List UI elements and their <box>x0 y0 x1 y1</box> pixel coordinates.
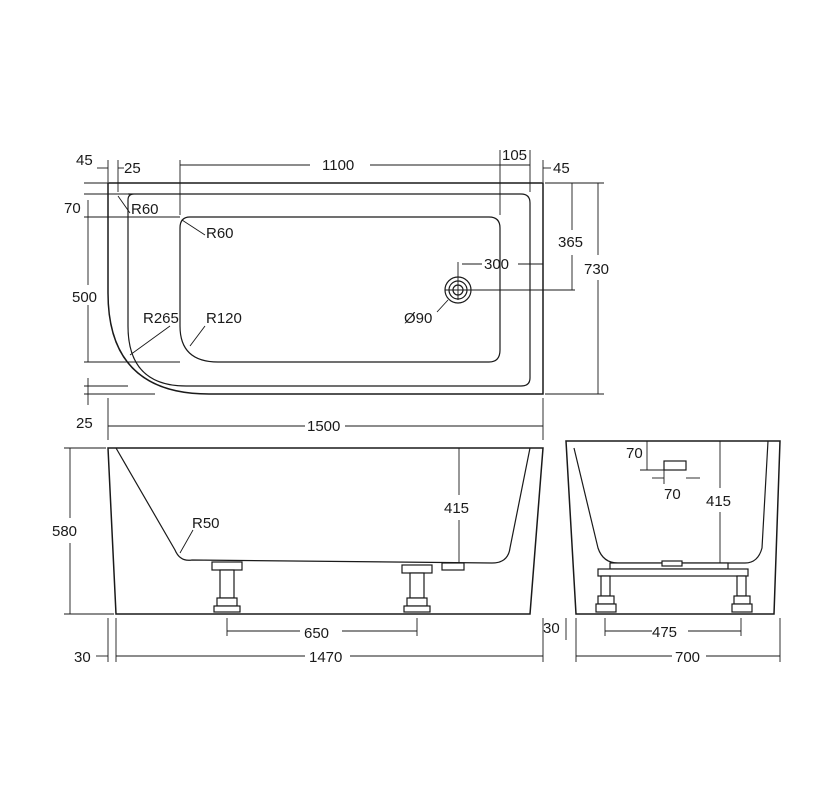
dim-70-horizontal: 70 <box>664 486 681 503</box>
dim-415: 415 <box>444 500 469 517</box>
radius-r60-inner: R60 <box>206 225 234 242</box>
diameter-90: Ø90 <box>404 310 432 327</box>
dim-25-top: 25 <box>124 160 141 177</box>
dim-730: 730 <box>584 261 609 278</box>
dim-1470: 1470 <box>309 649 342 666</box>
top-outer-rim <box>107 182 544 395</box>
radius-r120: R120 <box>206 310 242 327</box>
dim-700: 700 <box>675 649 700 666</box>
side-leg-left <box>211 561 243 613</box>
dim-30: 30 <box>74 649 91 666</box>
radius-r60-outer: R60 <box>131 201 159 218</box>
end-leg-right <box>731 575 753 613</box>
end-crossbar <box>597 568 749 577</box>
dim-70-left: 70 <box>64 200 81 217</box>
dim-475: 475 <box>652 624 677 641</box>
dim-1500: 1500 <box>307 418 340 435</box>
top-inner-rim <box>127 193 531 387</box>
side-outline <box>107 447 544 615</box>
dim-300: 300 <box>484 256 509 273</box>
dim-415-end: 415 <box>706 493 731 510</box>
dim-650: 650 <box>304 625 329 642</box>
side-basin-profile <box>115 447 531 564</box>
top-view: 45 25 1100 105 45 70 500 25 R60 R60 R265… <box>64 147 609 440</box>
dim-45-right: 45 <box>553 160 570 177</box>
dim-580: 580 <box>52 523 77 540</box>
end-leg-left <box>595 575 617 613</box>
dim-25-bottom: 25 <box>76 415 93 432</box>
dim-70-vertical: 70 <box>626 445 643 462</box>
side-leg-right <box>401 564 433 613</box>
dim-45-left: 45 <box>76 152 93 169</box>
dim-30-end: 30 <box>543 620 560 637</box>
dim-1100: 1100 <box>322 157 354 174</box>
end-view: 70 70 415 475 30 700 <box>543 440 781 666</box>
side-drain <box>441 562 465 571</box>
end-drain <box>661 560 683 567</box>
radius-r265: R265 <box>143 310 179 327</box>
side-view: 580 R50 415 650 30 1470 <box>52 447 544 666</box>
dim-500: 500 <box>72 289 97 306</box>
top-basin <box>179 216 501 363</box>
dim-365: 365 <box>558 234 583 251</box>
end-outline <box>565 440 781 615</box>
dim-105: 105 <box>502 147 527 164</box>
end-overflow <box>663 460 687 471</box>
radius-r50: R50 <box>192 515 220 532</box>
